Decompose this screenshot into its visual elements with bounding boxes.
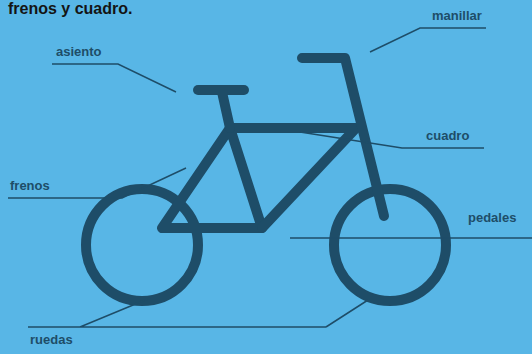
rear-triangle [162, 128, 262, 228]
handlebar-fork [302, 58, 384, 216]
part-label: pedales [468, 210, 516, 226]
leader-line [8, 168, 186, 198]
part-label: manillar [432, 8, 482, 24]
part-label: cuadro [426, 128, 469, 144]
leader-lines [8, 28, 532, 327]
leader-line [290, 237, 532, 239]
seat-post [222, 92, 230, 128]
leader-line [52, 64, 176, 92]
leader-line [28, 298, 368, 327]
part-label: frenos [10, 178, 50, 194]
seat [198, 85, 244, 95]
part-label: ruedas [30, 332, 73, 348]
leader-line [370, 28, 486, 52]
part-label: asiento [56, 44, 102, 60]
main-frame [230, 128, 356, 228]
bicycle [86, 58, 446, 301]
front-wheel [334, 189, 446, 301]
heading-fragment: frenos y cuadro. [8, 0, 132, 18]
